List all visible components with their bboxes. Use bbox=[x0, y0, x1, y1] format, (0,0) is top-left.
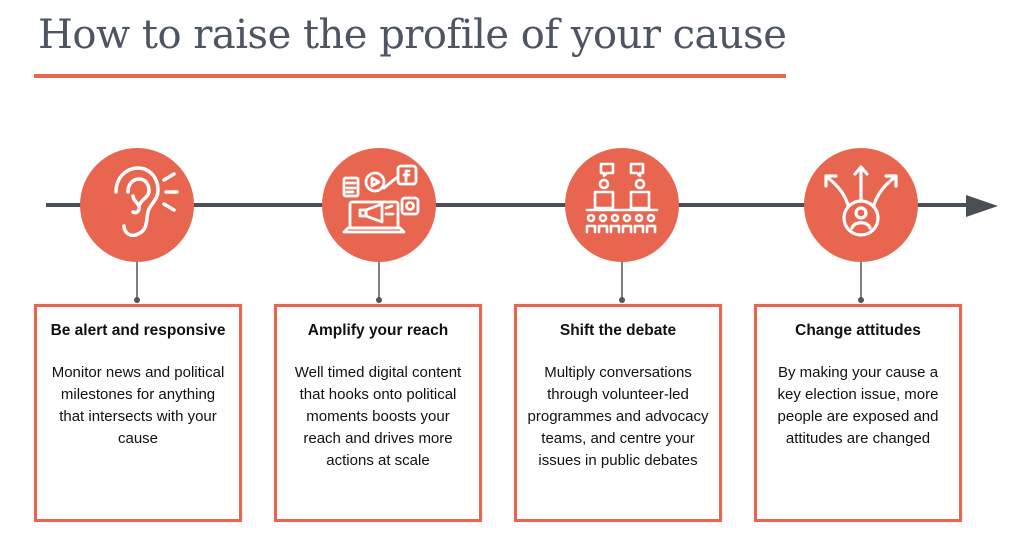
step-3-card: Shift the debate Multiply conversations … bbox=[514, 304, 722, 522]
step-3-circle bbox=[565, 148, 679, 262]
megaphone-laptop-icon bbox=[342, 164, 420, 234]
connector-dot-3 bbox=[619, 297, 625, 303]
step-2-circle bbox=[322, 148, 436, 262]
step-2-title: Amplify your reach bbox=[307, 322, 449, 339]
step-4-card: Change attitudes By making your cause a … bbox=[754, 304, 962, 522]
connector-dot-2 bbox=[376, 297, 382, 303]
timeline-arrowhead bbox=[966, 195, 998, 217]
step-1-circle bbox=[80, 148, 194, 262]
person-arrows-icon bbox=[824, 165, 898, 237]
step-1-body: Monitor news and political milestones fo… bbox=[51, 364, 225, 447]
connector-dot-1 bbox=[134, 297, 140, 303]
step-2-card: Amplify your reach Well timed digital co… bbox=[274, 304, 482, 522]
step-3-body: Multiply conversations through volunteer… bbox=[527, 364, 709, 469]
step-2-body: Well timed digital content that hooks on… bbox=[294, 364, 462, 469]
step-1-card: Be alert and responsive Monitor news and… bbox=[34, 304, 242, 522]
page-title: How to raise the profile of your cause bbox=[38, 12, 787, 58]
ear-icon bbox=[114, 166, 179, 238]
title-underline bbox=[34, 74, 786, 78]
step-4-circle bbox=[804, 148, 918, 262]
step-3-title: Shift the debate bbox=[559, 322, 677, 339]
connector-dot-4 bbox=[858, 297, 864, 303]
debate-podium-icon bbox=[585, 162, 659, 234]
step-1-title: Be alert and responsive bbox=[50, 322, 226, 339]
step-4-title: Change attitudes bbox=[795, 322, 921, 339]
step-4-body: By making your cause a key election issu… bbox=[777, 364, 939, 447]
